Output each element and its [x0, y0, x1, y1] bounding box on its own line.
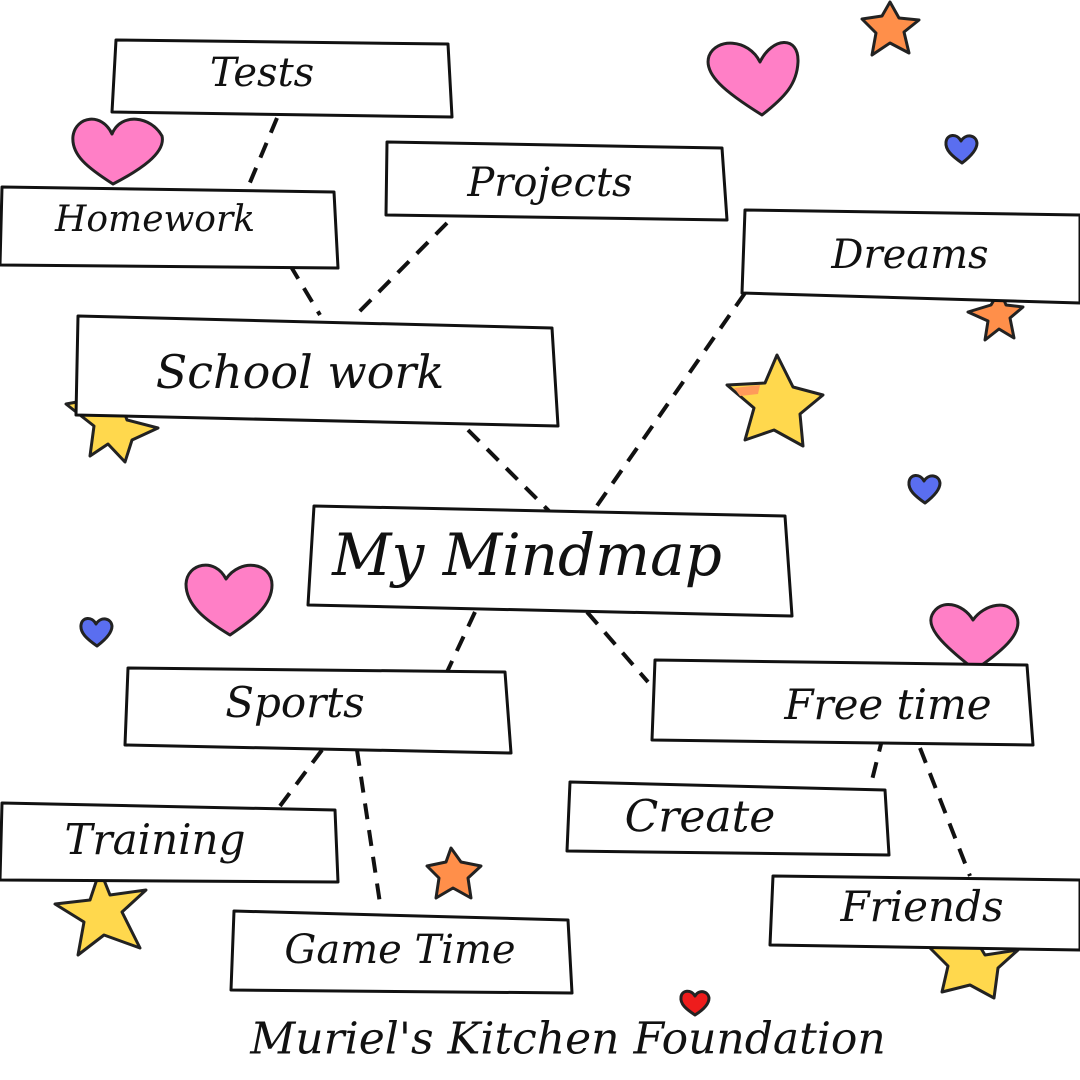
node-game-time-label: Game Time [284, 927, 515, 973]
connector-sports-gametime [357, 750, 381, 910]
connector-center-freetime [587, 612, 648, 682]
node-create-label: Create [625, 792, 776, 843]
node-projects[interactable]: Projects [386, 142, 727, 220]
node-homework[interactable]: Homework [0, 187, 338, 268]
node-school-work-label: School work [156, 345, 445, 399]
node-training-label: Training [65, 815, 246, 864]
footer-organization: Muriel's Kitchen Foundation [249, 1014, 886, 1065]
node-free-time-label: Free time [783, 680, 991, 729]
node-training[interactable]: Training [0, 803, 338, 882]
node-sports[interactable]: Sports [125, 668, 511, 753]
connector-dreams-center [594, 293, 745, 510]
star-icon [862, 2, 919, 55]
connector-projects-schoolwork [355, 223, 447, 316]
heart-icon [73, 119, 163, 184]
node-friends[interactable]: Friends [770, 876, 1080, 950]
heart-icon [708, 42, 798, 115]
node-free-time[interactable]: Free time [652, 660, 1033, 745]
heart-icon [681, 991, 709, 1015]
node-tests[interactable]: Tests [112, 40, 452, 117]
heart-icon [909, 475, 940, 503]
node-tests-label: Tests [210, 50, 314, 96]
star-icon [727, 355, 823, 446]
heart-icon [186, 565, 272, 635]
connector-sports-training [280, 750, 322, 806]
node-center[interactable]: My Mindmap [308, 506, 792, 616]
connector-tests-homework [246, 118, 277, 192]
heart-icon [931, 604, 1018, 670]
node-friends-label: Friends [840, 882, 1004, 931]
connector-freetime-friends [920, 748, 970, 876]
node-school-work[interactable]: School work [76, 316, 558, 426]
node-homework-label: Homework [54, 199, 255, 240]
connector-center-sports [447, 612, 475, 672]
heart-icon [81, 618, 112, 646]
node-game-time[interactable]: Game Time [231, 911, 572, 993]
node-create[interactable]: Create [567, 782, 889, 855]
star-icon [427, 848, 481, 898]
node-sports-label: Sports [225, 678, 364, 727]
star-icon [55, 870, 146, 955]
connector-homework-schoolwork [290, 265, 320, 315]
node-dreams-label: Dreams [830, 232, 988, 278]
connector-schoolwork-center [468, 430, 550, 512]
node-projects-label: Projects [466, 160, 632, 206]
node-dreams[interactable]: Dreams [742, 210, 1080, 303]
center-title: My Mindmap [331, 521, 722, 589]
heart-icon [946, 135, 977, 163]
